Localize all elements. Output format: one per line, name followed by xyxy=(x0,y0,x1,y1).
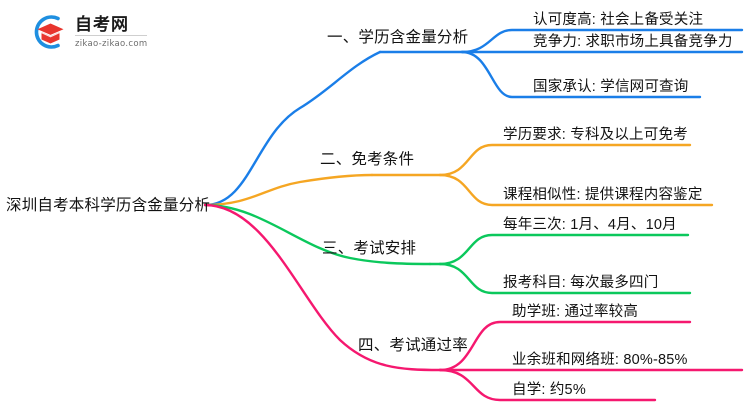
branch-label-1[interactable]: 一、学历含金量分析 xyxy=(327,29,469,46)
branch-edges-1 xyxy=(203,28,744,207)
graduation-cap-icon xyxy=(28,12,68,52)
branch-edges-4 xyxy=(203,203,744,402)
leaf-label-3-2[interactable]: 报考科目: 每次最多四门 xyxy=(503,275,659,291)
leaf-label-4-1[interactable]: 助学班: 通过率较高 xyxy=(512,304,639,320)
logo-title: 自考网 xyxy=(75,15,148,36)
leaf-label-3-1[interactable]: 每年三次: 1月、4月、10月 xyxy=(503,217,677,233)
leaf-label-1-1[interactable]: 认可度高: 社会上备受关注 xyxy=(533,12,704,28)
branch-label-4[interactable]: 四、考试通过率 xyxy=(358,337,468,354)
root-node[interactable]: 深圳自考本科学历含金量分析 xyxy=(6,197,211,214)
branch-edges-3 xyxy=(203,203,692,295)
branch-label-3[interactable]: 三、考试安排 xyxy=(322,240,417,257)
leaf-label-4-2[interactable]: 业余班和网络班: 80%-85% xyxy=(512,352,688,368)
logo-text: 自考网 zikao-zikao.com xyxy=(75,14,148,50)
leaf-label-1-2[interactable]: 竞争力: 求职市场上具备竞争力 xyxy=(533,34,733,50)
logo-subtitle: zikao-zikao.com xyxy=(75,39,148,49)
site-logo: 自考网 zikao-zikao.com xyxy=(28,10,178,54)
leaf-label-2-2[interactable]: 课程相似性: 提供课程内容鉴定 xyxy=(503,187,703,203)
leaf-label-1-3[interactable]: 国家承认: 学信网可查询 xyxy=(533,79,689,95)
branch-label-2[interactable]: 二、免考条件 xyxy=(320,151,415,168)
leaf-label-2-1[interactable]: 学历要求: 专科及以上可免考 xyxy=(503,127,688,143)
leaf-label-4-3[interactable]: 自学: 约5% xyxy=(512,382,586,398)
branch-edges-2 xyxy=(203,143,714,207)
